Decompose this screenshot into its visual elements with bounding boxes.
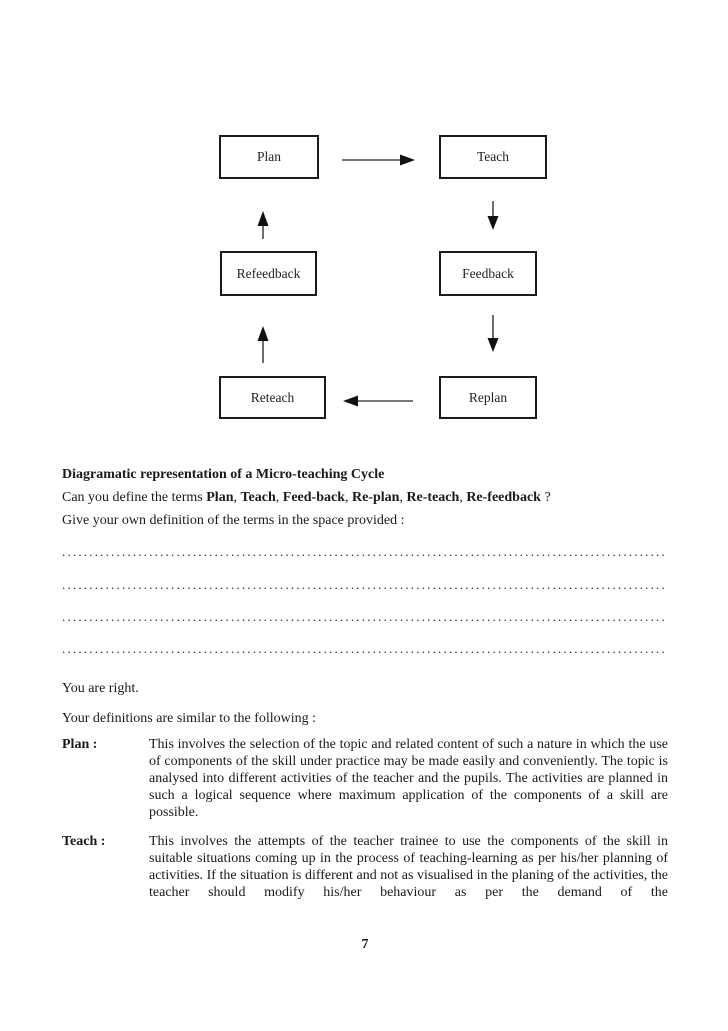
definition-row-teach: Teach : This involves the attempts of th… bbox=[62, 833, 668, 901]
diagram-caption-heading: Diagramatic representation of a Micro-te… bbox=[62, 467, 385, 482]
node-label-teach: Teach bbox=[476, 149, 510, 164]
definition-term-teach: Teach : bbox=[62, 834, 106, 849]
definition-text-teach: This involves the attempts of the teache… bbox=[149, 834, 668, 900]
answer-blank-line: ........................................… bbox=[62, 609, 668, 624]
arrow-replan-to-reteach bbox=[343, 395, 413, 407]
question-term-reteach: Re-teach bbox=[406, 490, 460, 505]
question-term-refeedback: Re-feedback bbox=[466, 490, 541, 505]
node-label-replan: Replan bbox=[468, 389, 508, 405]
question-separator: , bbox=[344, 490, 352, 505]
question-line: Can you define the terms Plan, Teach, Fe… bbox=[62, 489, 668, 506]
lead-in-text: Your definitions are similar to the foll… bbox=[62, 711, 317, 726]
diagram-arrows bbox=[257, 154, 499, 407]
answer-blank-line: ........................................… bbox=[62, 544, 668, 559]
arrow-reteach-to-refeedback bbox=[257, 326, 269, 363]
definition-term-plan: Plan : bbox=[62, 737, 98, 752]
question-prefix: Can you define the terms bbox=[62, 490, 207, 505]
page-number: 7 bbox=[361, 937, 369, 952]
question-term-teach: Teach bbox=[240, 490, 276, 505]
diagram-node-refeedback: Refeedback bbox=[220, 251, 317, 296]
document-body: Diagramatic representation of a Micro-te… bbox=[62, 0, 668, 1031]
arrow-plan-to-teach bbox=[342, 154, 415, 166]
question-suffix: ? bbox=[540, 490, 551, 505]
diagram-node-teach: Teach bbox=[439, 135, 547, 179]
confirmation-text: You are right. bbox=[62, 681, 139, 696]
answer-blank-line: ........................................… bbox=[62, 577, 668, 592]
question-term-replan: Re-plan bbox=[351, 490, 400, 505]
arrow-feedback-to-replan bbox=[487, 315, 499, 352]
node-label-reteach: Reteach bbox=[250, 389, 295, 405]
arrow-teach-to-feedback bbox=[487, 201, 499, 230]
definition-text-plan: This involves the selection of the topic… bbox=[149, 737, 668, 820]
node-label-plan: Plan bbox=[256, 149, 281, 164]
diagram-node-plan: Plan bbox=[219, 135, 319, 179]
question-term-feedback: Feed-back bbox=[282, 490, 345, 505]
node-label-refeedback: Refeedback bbox=[236, 265, 301, 281]
question-term-plan: Plan bbox=[206, 490, 234, 505]
question-separator: , bbox=[459, 490, 467, 505]
diagram-node-replan: Replan bbox=[439, 376, 537, 419]
arrow-refeedback-to-plan bbox=[257, 211, 269, 239]
question-separator: , bbox=[399, 490, 407, 505]
micro-teaching-cycle-diagram: Plan Teach Refeedback Feedback Reteach R… bbox=[0, 0, 728, 445]
diagram-node-reteach: Reteach bbox=[219, 376, 326, 419]
instruction-line: Give your own definition of the terms in… bbox=[62, 513, 405, 528]
definition-row-plan: Plan : This involves the selection of th… bbox=[62, 736, 668, 821]
answer-blank-line: ........................................… bbox=[62, 641, 668, 656]
question-separator: , bbox=[275, 490, 283, 505]
diagram-node-feedback: Feedback bbox=[439, 251, 537, 296]
node-label-feedback: Feedback bbox=[462, 265, 514, 281]
question-separator: , bbox=[233, 490, 241, 505]
